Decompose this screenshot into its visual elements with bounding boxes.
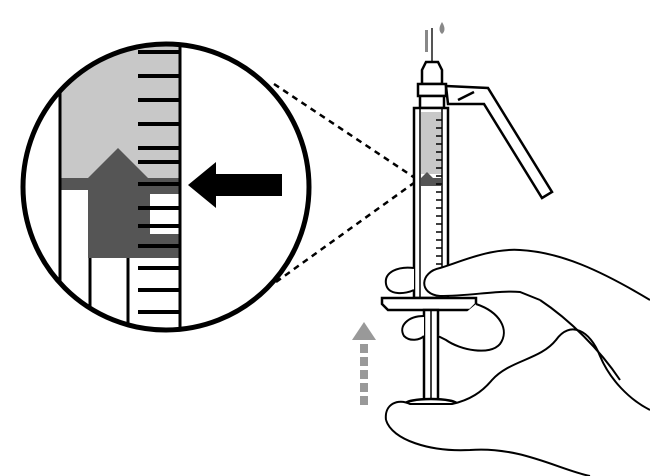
hand-palm-edge <box>385 419 591 476</box>
needle-hub-collar <box>416 82 448 98</box>
hand <box>384 248 650 476</box>
arrow-left-icon <box>188 162 282 208</box>
needle-hub <box>420 60 444 86</box>
hand-thumb <box>384 328 650 421</box>
hand-middle-finger <box>437 303 505 352</box>
magnified-scale-ticks <box>138 50 180 314</box>
syringe <box>380 22 554 411</box>
needle-guard <box>425 30 428 52</box>
magnified-stopper-window <box>64 244 86 258</box>
magnifier-circle <box>20 41 312 333</box>
safety-shield-arm <box>444 84 554 200</box>
barrel-fluid <box>421 112 441 174</box>
dashed-arrow-up-icon <box>352 322 376 405</box>
droplet-icon <box>439 22 445 34</box>
barrel-stopper <box>421 172 441 186</box>
hand-index-finger <box>423 248 650 301</box>
barrel-tip <box>418 94 446 110</box>
hand-wrist-line <box>539 299 621 381</box>
finger-flange <box>380 296 478 312</box>
magnified-stopper-window <box>64 194 86 228</box>
safety-shield-arm-detail <box>457 90 475 102</box>
hand-finger-left <box>384 266 415 295</box>
magnified-view <box>20 41 312 333</box>
hand-ring-finger <box>401 315 425 341</box>
magnifier-connector-lines <box>273 82 419 284</box>
